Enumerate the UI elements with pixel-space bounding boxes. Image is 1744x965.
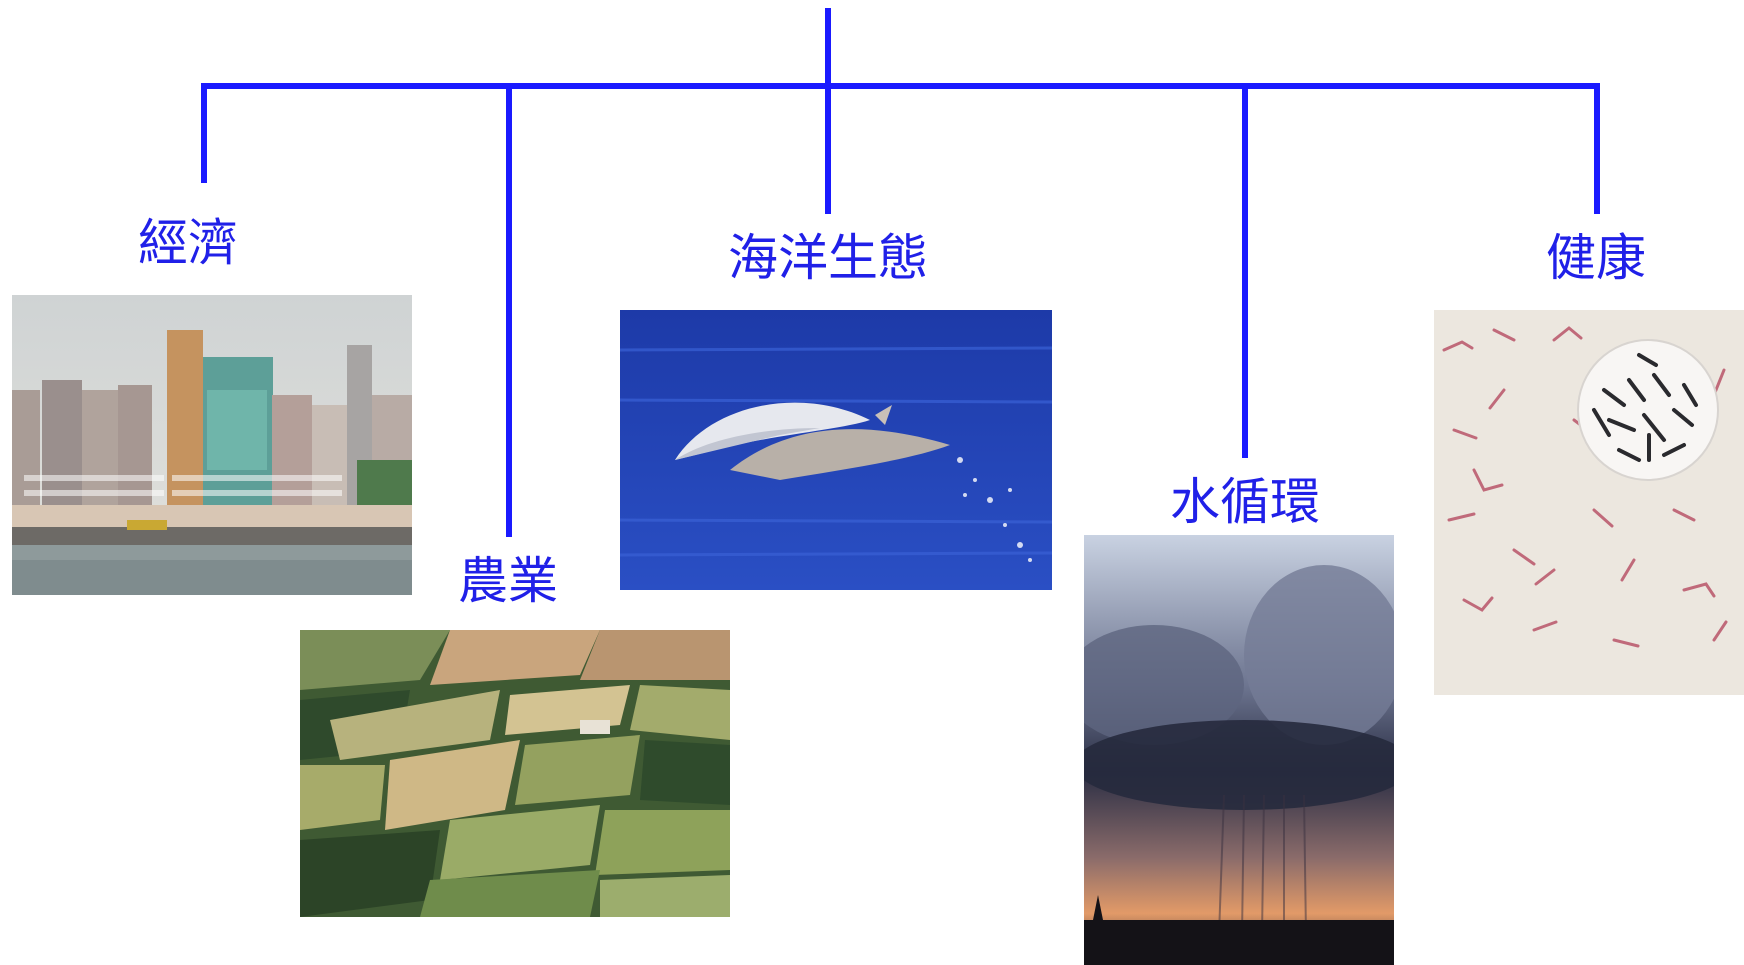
rainstorm-cloud-photo — [1084, 535, 1394, 965]
bacteria-micrograph-photo — [1434, 310, 1744, 695]
city-skyline-photo — [12, 295, 412, 595]
branch-connector-health — [1594, 83, 1600, 214]
farmland-aerial-photo — [300, 630, 730, 917]
branch-connector-agriculture — [506, 83, 512, 537]
node-label-economy: 經濟 — [138, 214, 238, 272]
node-label-health: 健康 — [1546, 229, 1646, 287]
node-label-agriculture: 農業 — [458, 552, 558, 610]
branch-connector-economy — [201, 83, 207, 183]
node-label-marine-ecology: 海洋生態 — [728, 229, 928, 287]
branch-connector-water-cycle — [1242, 83, 1248, 458]
root-connector — [825, 8, 831, 88]
dolphins-photo — [620, 310, 1052, 590]
node-label-water-cycle: 水循環 — [1170, 473, 1320, 531]
horizontal-branch-line — [201, 83, 1600, 89]
branch-connector-marine-ecology — [825, 83, 831, 214]
